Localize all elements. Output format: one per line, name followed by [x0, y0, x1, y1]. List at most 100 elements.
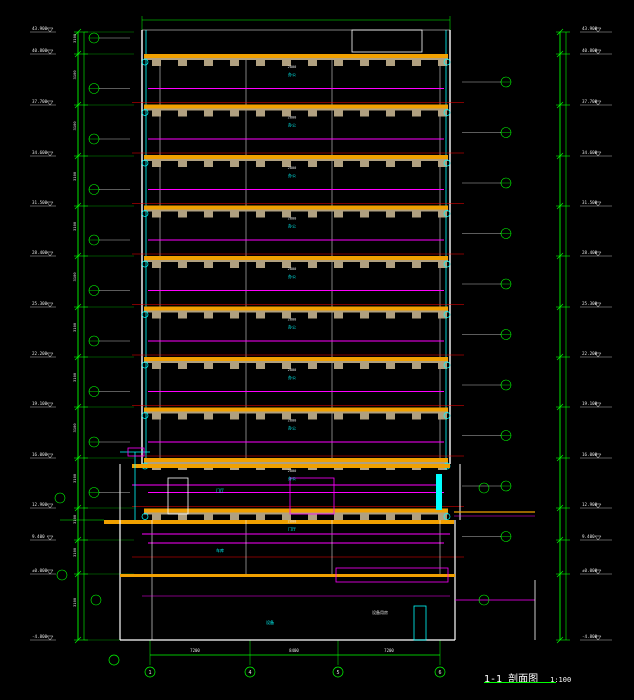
slab-soffit	[144, 209, 448, 212]
left-elevation-label: 37.700	[32, 99, 48, 104]
lobby-glazing	[436, 474, 442, 510]
beam	[334, 60, 343, 66]
right-elevation-label: -4.800	[582, 634, 598, 639]
elevation-marker-icon	[594, 251, 602, 257]
basement-slab	[120, 574, 455, 577]
beam	[334, 110, 343, 117]
room-label: 办公	[288, 122, 296, 128]
beam	[282, 110, 291, 117]
beam	[360, 413, 369, 420]
left-elevation-label: 22.200	[32, 351, 48, 356]
room-height: 2800	[288, 166, 297, 170]
beam	[178, 161, 187, 167]
beam	[178, 413, 187, 420]
beam	[412, 110, 421, 117]
left-elevation-label: 19.100	[32, 401, 48, 406]
dim-tick-slash	[74, 28, 82, 36]
floor-slab	[144, 205, 448, 210]
right-elevation-label: 12.900	[582, 502, 598, 507]
slab-soffit	[144, 108, 448, 111]
beam	[438, 110, 447, 117]
dim-tick-slash	[74, 536, 82, 544]
elevation-marker-icon	[594, 302, 602, 308]
beam	[282, 363, 291, 369]
beam	[282, 60, 291, 66]
detail-callout-icon	[90, 594, 102, 606]
beam	[308, 363, 317, 369]
beam	[438, 363, 447, 369]
beam	[360, 110, 369, 117]
left-elevation-label: 40.800	[32, 48, 48, 53]
elevation-marker-icon	[594, 402, 602, 408]
dim-tick-slash	[556, 152, 564, 160]
dim-tick-slash	[556, 50, 564, 58]
room-label: 办公	[288, 324, 296, 330]
floor-slab	[144, 306, 448, 311]
beam	[386, 363, 395, 369]
grid-bubble-icon	[244, 666, 256, 678]
roof-equipment	[351, 29, 423, 53]
dim-tick-slash	[74, 50, 82, 58]
beam	[438, 262, 447, 268]
elevation-marker-icon	[594, 49, 602, 55]
beam	[204, 262, 213, 268]
left-elevation-label: -4.800	[32, 634, 48, 639]
beam	[386, 312, 395, 319]
dimension-lines	[74, 16, 570, 665]
beam	[256, 60, 265, 66]
edge-detail-icon	[443, 412, 451, 419]
beam	[282, 211, 291, 218]
elevation-marker-icon	[46, 535, 54, 541]
dim-tick-slash	[556, 504, 564, 512]
detail-callout-icon	[54, 492, 66, 504]
drawing-title-text: 1-1 剖面图	[484, 674, 539, 685]
right-elevation-label: 25.300	[582, 301, 598, 306]
dim-value: 3100	[72, 514, 77, 524]
beam	[412, 312, 421, 319]
beam	[360, 363, 369, 369]
room-label: 门厅	[288, 526, 296, 532]
left-elevation-label: 12.900	[32, 502, 48, 507]
dim-value: 3100	[72, 171, 77, 181]
room-label: 门厅	[216, 487, 224, 493]
floor-slab	[144, 54, 448, 58]
edge-detail-icon	[443, 311, 451, 318]
dim-value: 8400	[289, 648, 299, 653]
beam	[308, 60, 317, 66]
slab-soffit	[144, 159, 448, 161]
beam	[152, 413, 161, 420]
grid-bubble-icon	[108, 654, 120, 666]
elevation-marker-icon	[594, 27, 602, 33]
elevation-marker-icon	[46, 27, 54, 33]
beam	[360, 211, 369, 218]
beam	[230, 161, 239, 167]
dim-value: 7200	[384, 648, 394, 653]
room-label: 车库	[216, 547, 224, 553]
beam	[256, 262, 265, 268]
left-elevation-label: 9.400	[32, 534, 45, 539]
left-elevation-label: 28.400	[32, 250, 48, 255]
beam	[230, 413, 239, 420]
beam	[204, 110, 213, 117]
beam	[256, 211, 265, 218]
beam	[152, 514, 161, 521]
edge-detail-icon	[141, 311, 149, 318]
dim-value: 3100	[72, 70, 77, 80]
beam	[282, 514, 291, 521]
dim-tick-slash	[74, 454, 82, 462]
room-height: 2800	[288, 267, 297, 271]
beam	[360, 514, 369, 521]
drawing-title: 1-1 剖面图 1:100	[484, 670, 571, 685]
edge-detail-icon	[141, 412, 149, 419]
canopy-edge	[127, 447, 145, 457]
beam	[256, 161, 265, 167]
left-elevation-label: 31.500	[32, 200, 48, 205]
beam	[178, 110, 187, 117]
floor-slab	[144, 256, 448, 260]
edge-detail-icon	[443, 513, 451, 520]
beam	[178, 60, 187, 66]
elevation-marker-icon	[594, 151, 602, 157]
right-elevation-label: ±0.000	[582, 568, 598, 573]
beam	[282, 312, 291, 319]
